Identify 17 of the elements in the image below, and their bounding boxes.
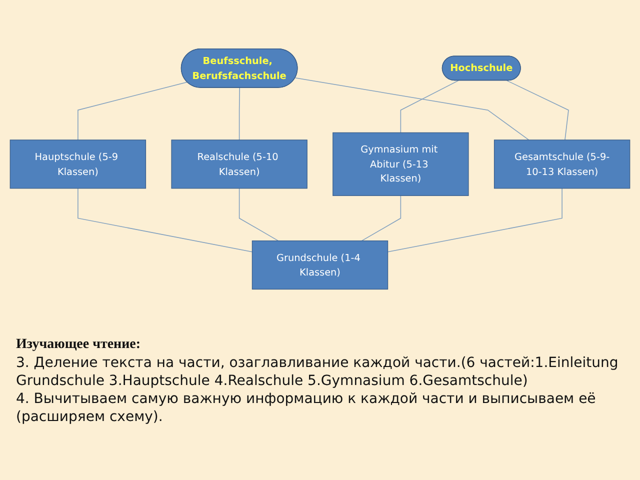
connector: [238, 87, 240, 140]
note-text: 4. Вычитываем самую важную информацию к каждой части и выписываем её (расширяем схему).: [16, 390, 597, 426]
connector: [506, 80, 569, 140]
node-box: Hauptschule (5-9 Klassen): [10, 140, 146, 189]
connector: [361, 195, 402, 242]
node-box: Gymnasium mit Abitur (5-13 Klassen): [332, 132, 469, 196]
node-box: Gesamtschule (5-9-10-13 Klassen): [494, 140, 630, 189]
section-heading: Изучающее чтение:: [16, 336, 142, 354]
connector: [78, 82, 188, 140]
connector: [238, 188, 279, 242]
connector: [78, 188, 253, 252]
node-box: Realschule (5-10 Klassen): [171, 140, 308, 189]
node-box: Grundschule (1-4 Klassen): [252, 240, 388, 290]
connector: [400, 80, 459, 134]
note-text: 3. Деление текста на части, озаглавливание каждой части.(6 частей:1.Einleitung Grundschule 3.Hauptschule 4.Realschule 5.Gymnasium 6.Gesamtschule): [16, 354, 620, 390]
connector: [294, 77, 530, 140]
connector: [387, 188, 562, 252]
